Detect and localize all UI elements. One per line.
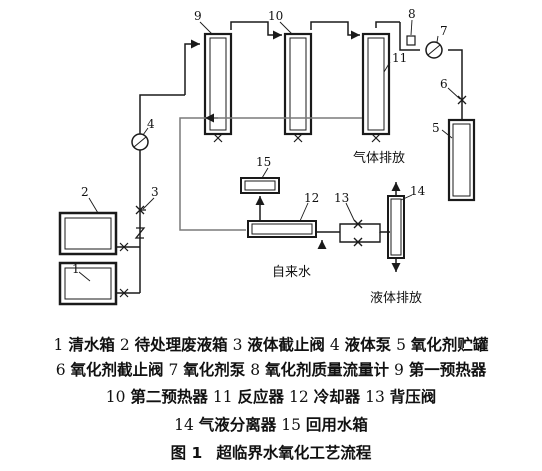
label-7: 7 xyxy=(440,24,448,38)
clean-water-tank xyxy=(58,261,118,306)
label-14: 14 xyxy=(410,184,426,198)
check-valve-symbol xyxy=(134,227,146,239)
figure-number: 图 1 xyxy=(170,444,203,462)
label-6: 6 xyxy=(440,77,448,91)
waste-liquid-tank xyxy=(58,211,118,256)
oxidant-storage-tank xyxy=(447,118,476,202)
label-9: 9 xyxy=(194,9,202,23)
figure-title: 超临界水氧化工艺流程 xyxy=(216,444,372,462)
legend-line-3: 10 第二预热器 11 反应器 12 冷却器 13 背压阀 xyxy=(105,387,437,406)
reactor-outlet-line xyxy=(179,117,362,231)
legend-line-1: 1 清水箱 2 待处理废液箱 3 液体截止阀 4 液体泵 5 氧化剂贮罐 xyxy=(53,335,489,354)
legend-line-2: 6 氧化剂截止阀 7 氧化剂泵 8 氧化剂质量流量计 9 第一预热器 xyxy=(55,360,487,379)
figure-caption: 图 1 超临界水氧化工艺流程 xyxy=(0,441,542,463)
back-pressure-valve xyxy=(316,219,390,247)
label-13: 13 xyxy=(334,191,349,205)
tank-outlet-valve xyxy=(119,242,129,298)
gas-liquid-separator xyxy=(387,195,405,259)
second-preheater xyxy=(283,32,313,143)
liquid-stop-valve xyxy=(135,205,146,215)
label-15: 15 xyxy=(256,155,271,169)
label-4: 4 xyxy=(147,117,155,131)
preheater-connections xyxy=(230,21,400,40)
oxidant-pump xyxy=(425,41,443,59)
legend-line-4: 14 气液分离器 15 回用水箱 xyxy=(174,415,368,434)
label-1: 1 xyxy=(72,262,80,276)
label-3: 3 xyxy=(151,185,159,199)
label-5: 5 xyxy=(432,121,440,135)
label-12: 12 xyxy=(304,191,319,205)
oxidant-line xyxy=(399,22,463,120)
label-8: 8 xyxy=(408,7,416,21)
label-10: 10 xyxy=(268,9,283,23)
liquid-pump xyxy=(131,133,149,151)
process-flow-diagram: 1 2 3 4 5 6 7 8 9 10 11 12 13 14 15 气体排放… xyxy=(58,7,476,306)
recycled-water-tank xyxy=(240,177,280,194)
feed-lines xyxy=(116,39,200,294)
mass-flow-meter xyxy=(406,35,416,46)
oxidant-stop-valve xyxy=(457,95,467,105)
reactor xyxy=(361,32,391,143)
label-11: 11 xyxy=(392,51,407,65)
gas-exhaust-label: 气体排放 xyxy=(353,150,405,166)
leader-lines xyxy=(78,19,461,282)
cooler xyxy=(247,220,317,238)
liquid-exhaust-label: 液体排放 xyxy=(370,291,422,306)
label-2: 2 xyxy=(81,185,89,199)
first-preheater xyxy=(203,32,233,143)
tap-water-label: 自来水 xyxy=(272,265,311,280)
